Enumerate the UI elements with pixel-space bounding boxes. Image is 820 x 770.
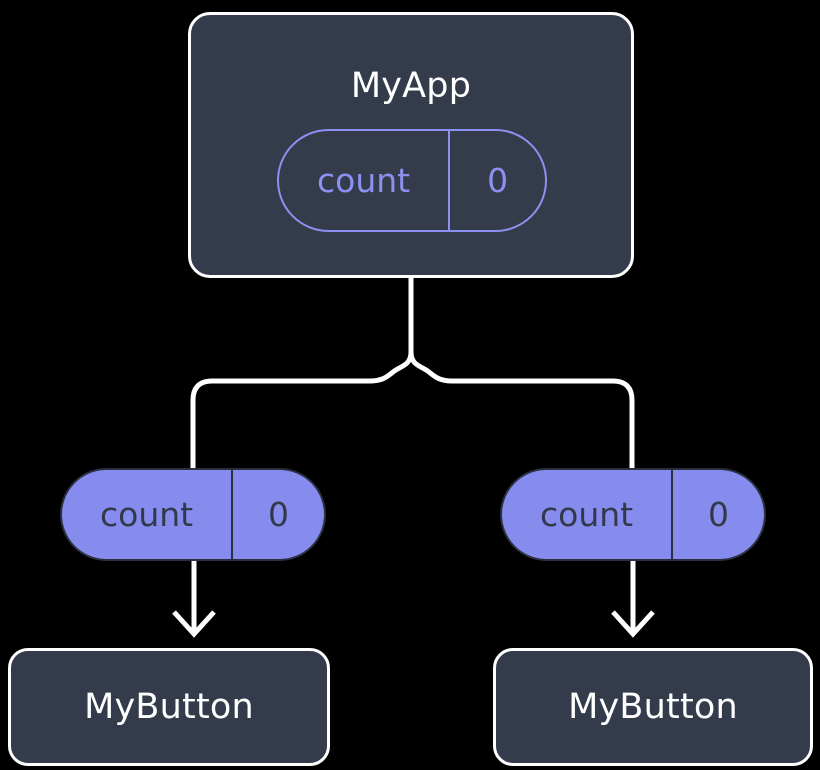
edge-branch-to-left-pill (190, 351, 414, 468)
component-node-mybutton-left[interactable]: MyButton (8, 648, 330, 766)
state-pill-value: 0 (448, 131, 545, 230)
component-title-myapp: MyApp (350, 66, 472, 106)
prop-pill-value: 0 (671, 470, 764, 559)
component-title-mybutton-right: MyButton (568, 686, 738, 727)
prop-pill-key: count (539, 495, 634, 534)
component-node-mybutton-right[interactable]: MyButton (493, 648, 813, 766)
prop-pill-value: 0 (231, 470, 324, 559)
prop-pill-right-count[interactable]: count 0 (500, 468, 766, 561)
edge-left-pill-to-left-button (172, 561, 216, 638)
state-pill-key: count (317, 161, 411, 200)
prop-pill-left-count[interactable]: count 0 (60, 468, 326, 561)
component-title-mybutton-left: MyButton (84, 686, 254, 727)
edge-branch-to-right-pill (408, 351, 635, 468)
edge-right-pill-to-right-button (611, 561, 655, 638)
prop-pill-key: count (99, 495, 194, 534)
state-pill-myapp-count[interactable]: count 0 (277, 129, 547, 232)
